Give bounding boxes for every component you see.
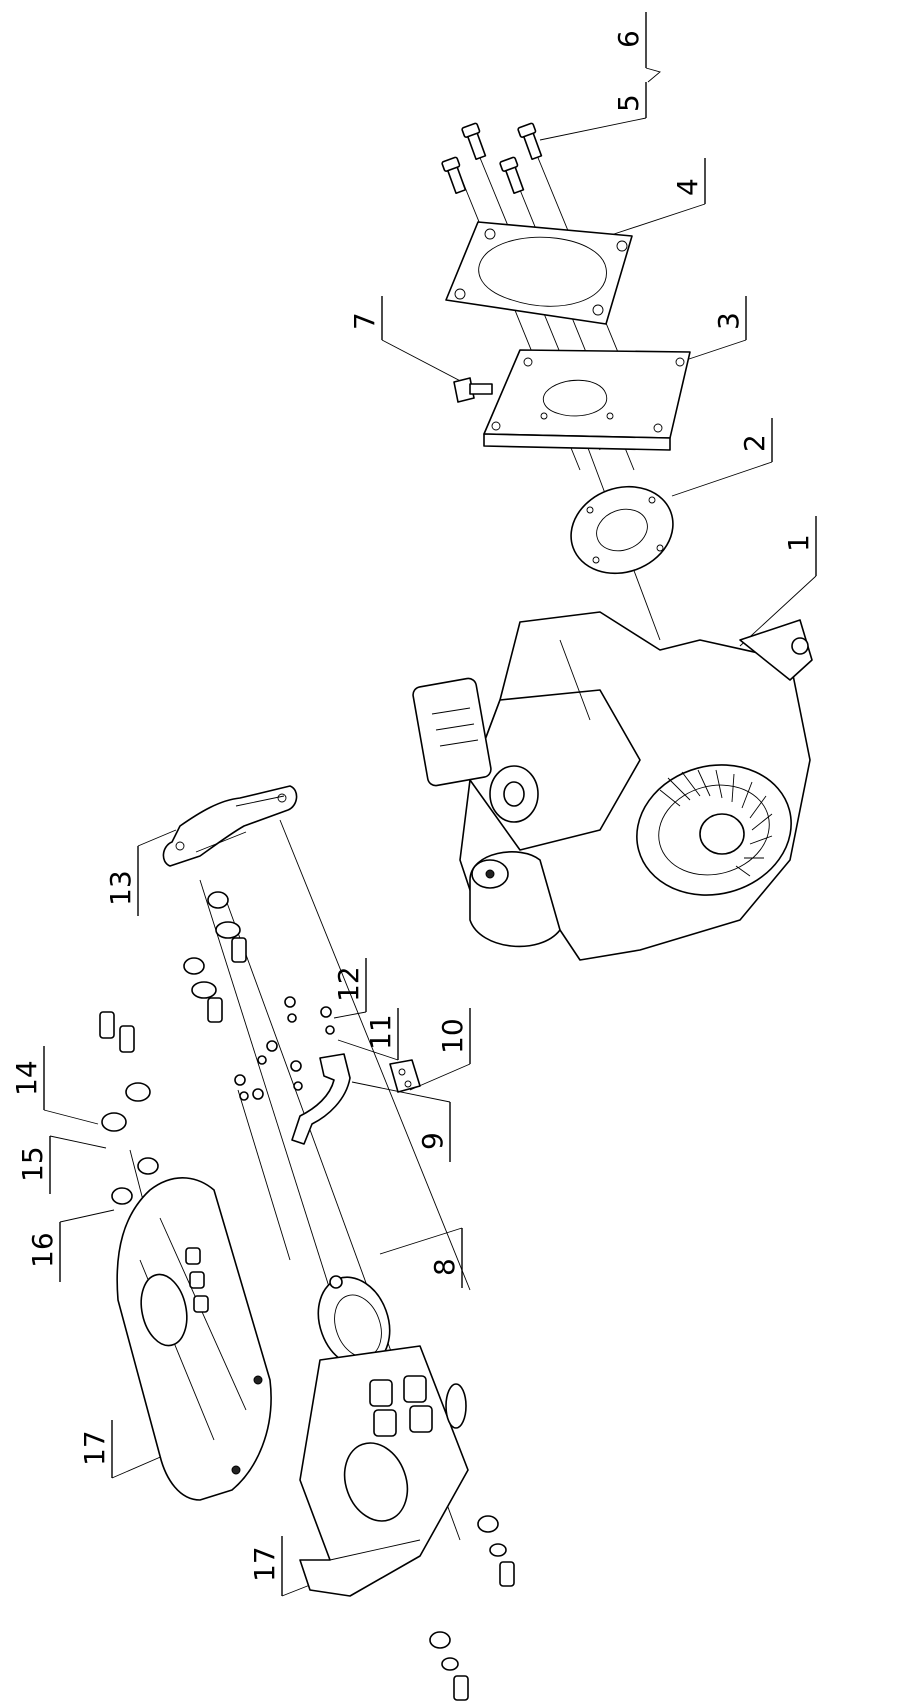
callout-label-4: 4 [671,178,704,196]
callout-label-7: 7 [348,312,381,330]
callout-label-16: 16 [26,1232,59,1268]
callout-1: 1 [739,516,817,647]
callout-label-3: 3 [712,312,745,330]
callout-17-fan-cover: 17 [78,1420,173,1479]
fasteners-14-15-16 [99,1011,159,1205]
callout-16: 16 [26,1209,115,1282]
part-3-mounting-plate [483,349,691,451]
callout-label-14: 14 [10,1060,43,1096]
callout-11: 11 [337,1008,399,1061]
callout-5: 5 [539,82,647,141]
part-1-engine [412,611,813,961]
muffler-guard-vents [369,1375,433,1437]
part-17-fan-cover [116,1177,272,1501]
engine-starter-fins [659,769,773,877]
part-9-strap [291,1053,351,1145]
callout-2: 2 [671,418,773,497]
callout-label-2: 2 [738,434,771,452]
part-13-bracket [162,785,298,867]
callout-7: 7 [348,296,471,387]
callout-label-15: 15 [16,1146,49,1182]
callout-label-12: 12 [332,966,365,1002]
part-2-ring-gasket [570,485,674,575]
callout-13: 13 [104,829,177,916]
engine-muffler-vents [431,707,479,747]
callout-label-11: 11 [364,1014,397,1050]
callout-4: 4 [607,158,706,237]
callout-8: 8 [379,1227,463,1288]
callout-label-1: 1 [782,534,815,552]
callout-9: 9 [351,1081,451,1162]
callout-label-6: 6 [612,30,645,48]
part-4-gasket-plate [445,221,633,325]
callout-6: 6 [612,12,661,83]
part-10-clip [389,1059,421,1093]
bolts-5-6 [441,122,543,195]
callout-label-9: 9 [416,1132,449,1150]
callout-label-5: 5 [612,94,645,112]
fasteners-bottom [429,1515,515,1701]
callout-10: 10 [409,1008,471,1091]
callout-15: 15 [16,1135,107,1194]
part-8-muffler-cap [317,1275,391,1368]
callout-12: 12 [332,958,367,1019]
callout-14: 14 [10,1046,99,1125]
fasteners-11-12 [234,996,335,1101]
callout-label-17-muffler-guard: 17 [248,1546,281,1582]
callout-label-10: 10 [436,1018,469,1054]
fasteners-near-13 [183,891,247,1023]
callout-label-13: 13 [104,870,137,906]
callout-label-17-fan-cover: 17 [78,1430,111,1466]
callout-label-8: 8 [428,1258,461,1276]
part-17-muffler-guard [299,1345,469,1597]
